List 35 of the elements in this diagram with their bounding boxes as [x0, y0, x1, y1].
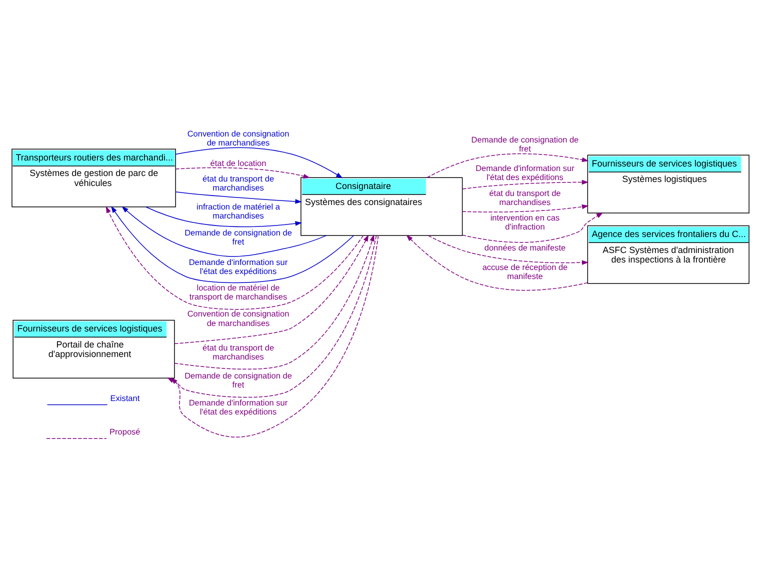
edge-label: accuse de réception de manifeste — [482, 262, 568, 281]
arrow — [174, 234, 369, 344]
arrow — [426, 152, 589, 178]
arrow — [175, 146, 343, 178]
arrow — [170, 234, 379, 437]
edge-label: état du transport de marchandises — [202, 343, 274, 362]
legend-label: Existant — [110, 393, 140, 402]
edge-label: location de matériel de transport de marchandises — [189, 282, 288, 301]
edge-label: Demande de consignation de fret — [471, 135, 579, 154]
arrow — [462, 212, 604, 242]
arrow — [428, 234, 589, 264]
edge-label: Demande d'information sur l'état des expéditions — [188, 398, 288, 416]
legend-label: Proposé — [110, 427, 140, 436]
edge-label: Demande d'information sur l'état des expéditions — [188, 257, 288, 276]
edge-label: état du transport de marchandises — [489, 188, 561, 206]
arrow — [175, 190, 302, 204]
edge-label: données de manifeste — [484, 243, 566, 252]
edge-label: état de location — [210, 158, 266, 168]
arrow — [174, 234, 374, 370]
edge-label: Demande de consignation de fret — [184, 228, 292, 246]
arrow — [122, 206, 327, 256]
arrow — [175, 166, 310, 178]
edge-label: intervention en cas d'infraction — [490, 213, 560, 232]
edge-label: Demande d'information sur l'état des expéditions — [476, 164, 574, 182]
arrow — [106, 206, 364, 310]
arrow — [462, 204, 589, 212]
edge-label: Convention de consignation de marchandises — [187, 129, 290, 148]
arrow — [462, 179, 589, 189]
edge-label: Demande de consignation de fret — [184, 370, 292, 389]
edge-label: Convention de consignation de marchandises — [187, 309, 290, 328]
arrow — [110, 206, 354, 283]
edge-label: état du transport de marchandises — [202, 174, 274, 192]
arrow — [146, 206, 302, 227]
arrow — [406, 234, 588, 290]
edge-label: infraction de matériel a marchandises — [196, 202, 280, 220]
